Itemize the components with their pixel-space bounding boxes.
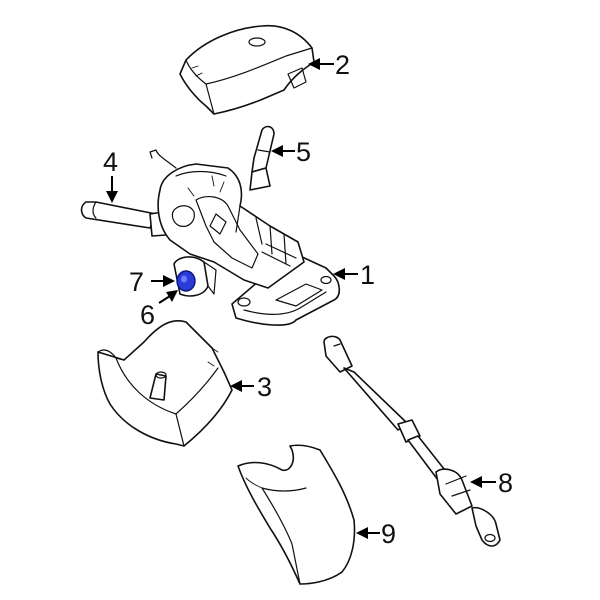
combination-switch-lever-right[interactable] bbox=[249, 125, 275, 191]
svg-text:7: 7 bbox=[129, 267, 144, 297]
callout-3: 3 bbox=[230, 372, 272, 402]
callout-2: 2 bbox=[308, 50, 350, 80]
ignition-lock-cylinder[interactable] bbox=[176, 270, 196, 292]
svg-text:6: 6 bbox=[140, 300, 155, 330]
svg-text:3: 3 bbox=[257, 372, 272, 402]
svg-text:1: 1 bbox=[360, 260, 375, 290]
callout-4: 4 bbox=[103, 147, 118, 203]
intermediate-steering-shaft[interactable] bbox=[323, 335, 501, 547]
svg-text:9: 9 bbox=[381, 519, 396, 549]
callout-1: 1 bbox=[333, 260, 375, 290]
svg-text:4: 4 bbox=[103, 147, 118, 177]
callout-6: 6 bbox=[140, 290, 178, 330]
callout-8: 8 bbox=[470, 468, 513, 498]
callout-9: 9 bbox=[356, 519, 396, 549]
callout-5: 5 bbox=[271, 137, 311, 167]
svg-text:5: 5 bbox=[296, 137, 311, 167]
upper-column-cover[interactable] bbox=[179, 24, 315, 115]
lower-column-cover[interactable] bbox=[97, 320, 233, 447]
steering-column-assembly[interactable] bbox=[149, 149, 341, 326]
steering-column-boot[interactable] bbox=[237, 444, 356, 585]
callout-7: 7 bbox=[129, 267, 175, 297]
svg-text:2: 2 bbox=[335, 50, 350, 80]
svg-text:8: 8 bbox=[498, 468, 513, 498]
